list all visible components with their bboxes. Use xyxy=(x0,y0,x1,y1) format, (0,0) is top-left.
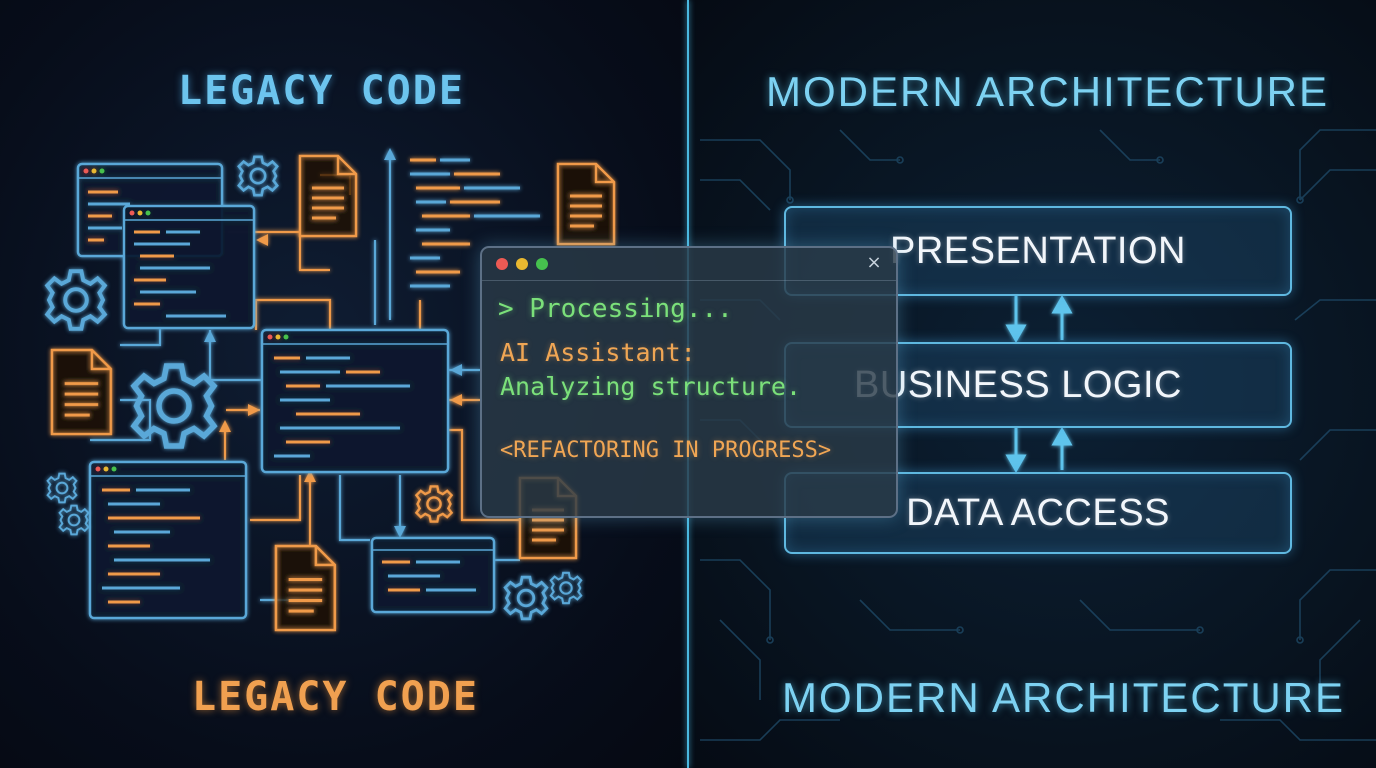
circuit-traces xyxy=(700,129,1376,741)
arrow-down-icon xyxy=(1005,454,1027,474)
legacy-title-bottom: LEGACY CODE xyxy=(192,674,479,720)
legacy-arrows xyxy=(204,148,462,538)
arrow-down-icon xyxy=(1005,324,1027,344)
layer-arrows xyxy=(1005,294,1073,474)
layer-label: PRESENTATION xyxy=(890,229,1186,272)
terminal-line-refactoring: <REFACTORING IN PROGRESS> xyxy=(500,438,832,463)
window-minimize-dot[interactable] xyxy=(516,258,528,270)
window-close-dot[interactable] xyxy=(496,258,508,270)
window-maximize-dot[interactable] xyxy=(536,258,548,270)
layer-label: DATA ACCESS xyxy=(906,491,1170,534)
terminal-line-analyzing: Analyzing structure. xyxy=(500,372,802,401)
modern-title-top: MODERN ARCHITECTURE xyxy=(766,68,1330,115)
terminal-window: × xyxy=(480,246,898,518)
layer-presentation: PRESENTATION xyxy=(784,206,1292,296)
close-icon[interactable]: × xyxy=(866,252,882,273)
terminal-line-assistant: AI Assistant: xyxy=(500,338,696,367)
terminal-titlebar: × xyxy=(482,248,896,281)
legacy-title-top: LEGACY CODE xyxy=(178,68,465,114)
code-window-icons xyxy=(76,158,540,620)
arrow-up-icon xyxy=(1051,426,1073,446)
layer-label: BUSINESS LOGIC xyxy=(854,363,1182,406)
arrow-up-icon xyxy=(1051,294,1073,314)
modern-title-bottom: MODERN ARCHITECTURE xyxy=(782,674,1346,721)
terminal-line-processing: > Processing... xyxy=(498,294,733,324)
